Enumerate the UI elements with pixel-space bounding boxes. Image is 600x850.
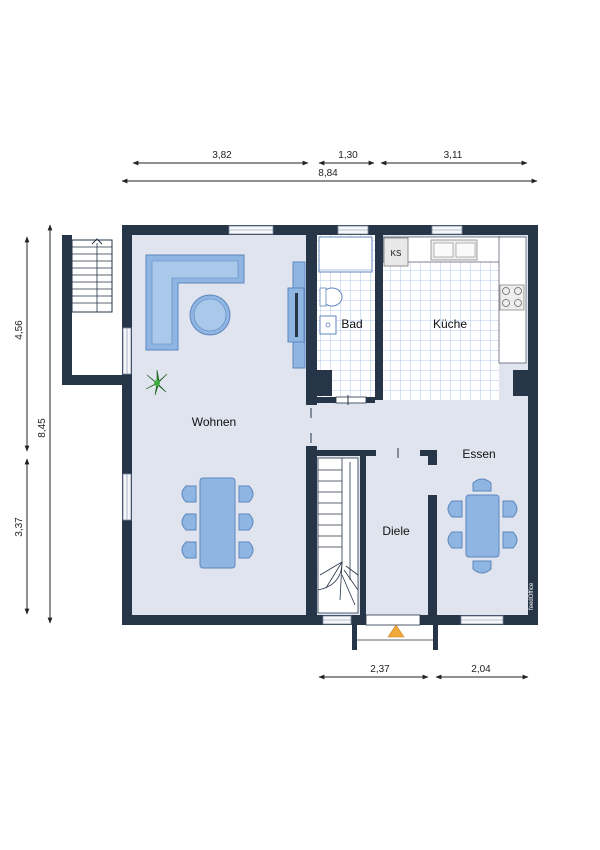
plant-icon xyxy=(145,369,168,396)
chair xyxy=(447,500,463,518)
tv xyxy=(295,293,298,337)
dim-left-lower: 3,37 xyxy=(14,517,25,537)
wall-bad-kueche xyxy=(375,235,383,400)
kitchen-fixtures: KS xyxy=(382,236,527,364)
entrance-door xyxy=(365,614,421,626)
room-labels: Wohnen Bad Küche Essen Diele xyxy=(192,317,496,538)
dim-bottom-2: 2,04 xyxy=(471,664,491,675)
chair xyxy=(181,485,197,503)
entrance-arrow-icon xyxy=(387,624,405,638)
kitchen-tiles xyxy=(383,262,499,400)
chair xyxy=(238,541,254,559)
chair xyxy=(472,560,492,574)
wall-diele-top-left xyxy=(366,450,376,456)
dim-left-total: 8,45 xyxy=(37,418,48,438)
wall-bath-pillar xyxy=(317,370,332,396)
essen-furniture xyxy=(447,478,518,574)
dim-top-1: 3,82 xyxy=(212,150,232,161)
dimension-lines: 3,82 1,30 3,11 8,84 4,56 3,37 8,45 2,37 … xyxy=(14,150,538,680)
doors xyxy=(307,395,437,495)
chair xyxy=(238,485,254,503)
room-label-kueche: Küche xyxy=(433,317,467,331)
wall-kitchen-pillar xyxy=(513,370,528,396)
dining-table-wohnen xyxy=(199,477,236,569)
wall-diele-top-right xyxy=(420,450,428,456)
fridge-label: KS xyxy=(391,249,402,258)
room-label-diele: Diele xyxy=(382,524,410,538)
dim-top-3: 3,11 xyxy=(444,150,463,161)
brand-watermark: feedOffice xyxy=(529,582,535,610)
room-label-essen: Essen xyxy=(462,447,495,461)
wall-stair-top xyxy=(317,450,362,456)
dining-table-essen xyxy=(465,494,500,558)
chair xyxy=(502,500,518,518)
room-label-wohnen: Wohnen xyxy=(192,415,236,429)
wall-wohnen-bad xyxy=(306,235,317,405)
chair xyxy=(472,478,492,492)
chair xyxy=(447,531,463,549)
exterior-stair-steps xyxy=(71,239,113,313)
interior-stair-area xyxy=(317,457,359,614)
chair xyxy=(181,513,197,531)
exterior-stair xyxy=(62,235,122,385)
windows xyxy=(122,225,504,625)
fridge xyxy=(383,237,409,267)
dim-left-upper: 4,56 xyxy=(14,320,25,340)
shower xyxy=(318,236,373,273)
dim-top-total: 8,84 xyxy=(318,168,338,179)
wall-diele-essen xyxy=(428,450,437,615)
wohnen-furniture xyxy=(145,254,306,569)
dim-top-2: 1,30 xyxy=(338,150,358,161)
chair xyxy=(181,541,197,559)
door-bad xyxy=(335,396,367,404)
door-wohnen-diele xyxy=(307,405,316,446)
chair xyxy=(238,513,254,531)
bath-fixtures xyxy=(318,236,373,335)
wall-stair-right xyxy=(360,450,366,615)
interior-stair xyxy=(317,457,359,614)
room-label-bad: Bad xyxy=(341,317,362,331)
door-diele-essen xyxy=(428,465,437,495)
stair-arrow-icon xyxy=(91,238,103,245)
sink xyxy=(319,315,337,335)
entrance xyxy=(352,614,438,650)
dim-bottom-1: 2,37 xyxy=(370,664,390,675)
wall-wohnen-diele xyxy=(306,446,317,615)
chair xyxy=(502,531,518,549)
